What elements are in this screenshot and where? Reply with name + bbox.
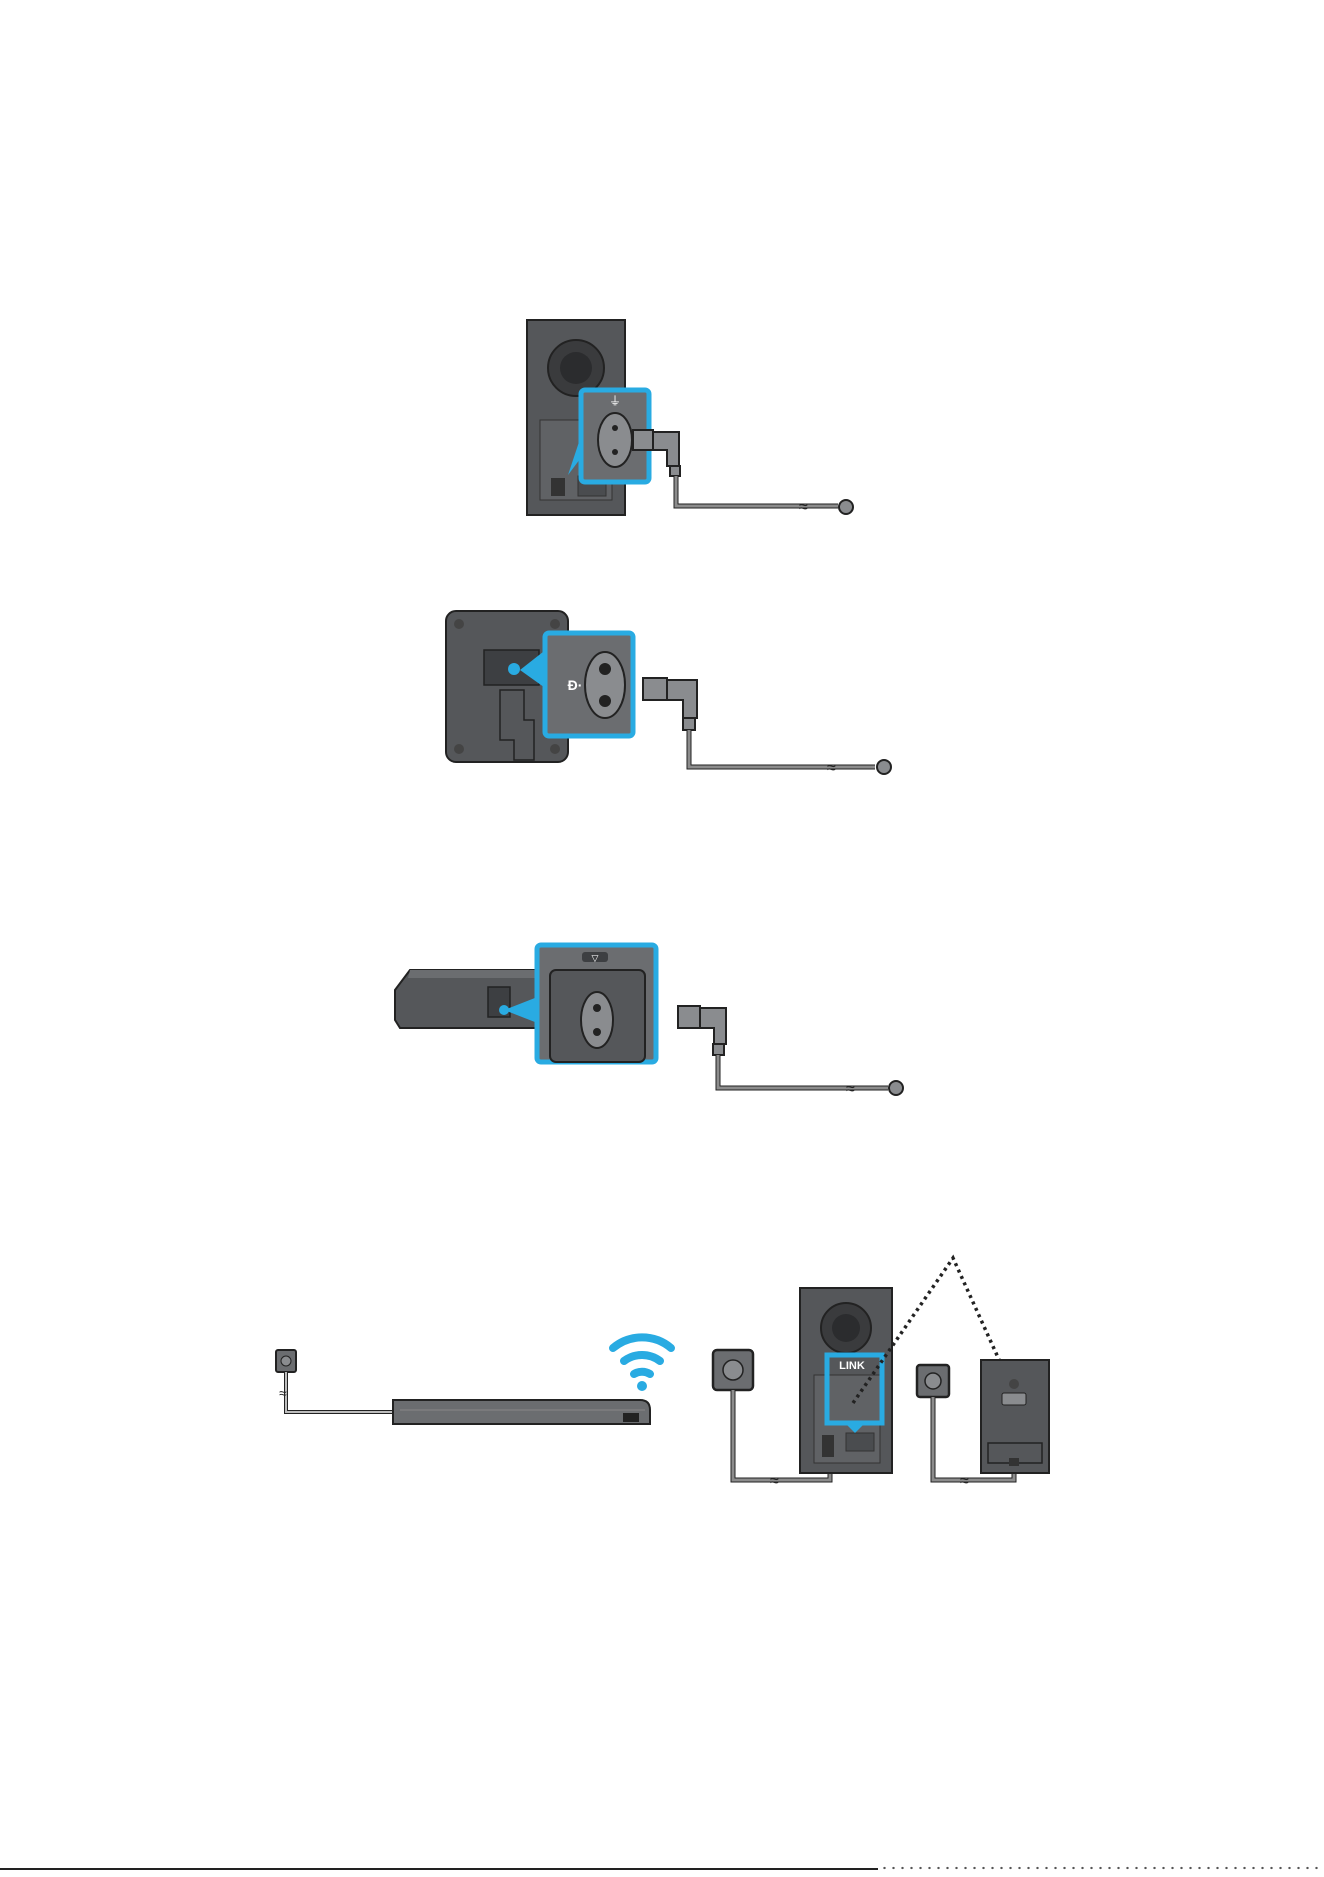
wall-outlet-icon	[276, 1350, 296, 1372]
power-inlet-icon	[581, 992, 613, 1048]
power-symbol-icon: ▽	[592, 953, 599, 963]
rear-speaker-power-figure: Ð· ≈	[446, 611, 891, 777]
power-cord	[676, 476, 800, 506]
footer-rule	[0, 1868, 878, 1870]
power-cord	[286, 1372, 400, 1412]
cable-break-icon: ≈	[770, 1473, 779, 1490]
wall-plug-icon	[889, 1081, 903, 1095]
wall-outlet-icon	[917, 1365, 949, 1397]
power-switch-icon	[822, 1435, 834, 1457]
wall-plug-icon	[877, 760, 891, 774]
soundbar-device	[393, 1400, 650, 1424]
soundbar-power-figure: ▽ ≈	[395, 945, 903, 1098]
power-cord	[689, 730, 828, 767]
subwoofer-device	[800, 1288, 892, 1473]
wall-plug-icon	[839, 500, 853, 514]
power-symbol-icon: ⏚	[609, 394, 621, 408]
soundbar-rear-panel	[395, 970, 540, 1028]
wireless-link-figure: ≈ ≈	[276, 1258, 1049, 1490]
cable-break-icon: ≈	[279, 1385, 287, 1401]
link-label: LINK	[839, 1360, 865, 1372]
cable-break-icon: ≈	[846, 1081, 855, 1098]
footer-dotted-border	[880, 1864, 1324, 1872]
cable-break-icon: ≈	[960, 1473, 969, 1490]
wifi-icon	[613, 1337, 671, 1391]
soundbar-power-port-zoom: ▽	[537, 945, 656, 1062]
power-cord	[718, 1055, 847, 1088]
power-cord-plug-icon	[643, 678, 697, 730]
power-inlet-icon	[585, 652, 625, 718]
cable-break-icon: ≈	[799, 499, 808, 516]
power-cord-plug-icon	[678, 1006, 726, 1055]
power-switch-icon	[551, 478, 565, 496]
cable-break-icon: ≈	[827, 760, 836, 777]
wall-outlet-icon	[713, 1350, 753, 1390]
power-symbol-icon: Ð·	[568, 677, 583, 693]
subwoofer-power-figure: ⏚ ≈	[527, 320, 853, 516]
rear-speaker-power-port-zoom: Ð·	[545, 633, 633, 736]
power-inlet-icon	[598, 413, 632, 467]
rear-speaker-device	[981, 1360, 1049, 1473]
